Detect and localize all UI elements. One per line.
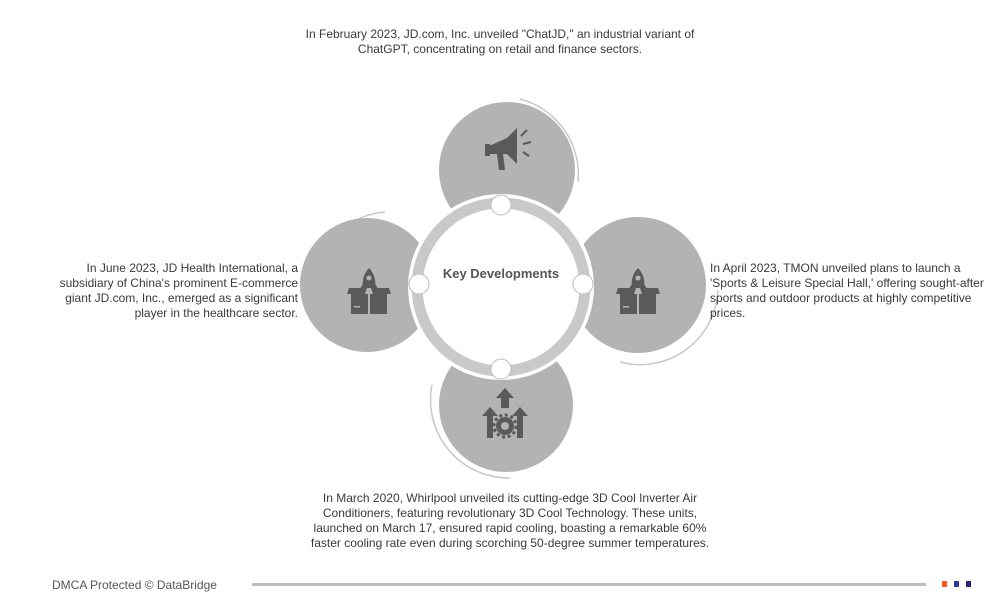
development-text-bottom: In March 2020, Whirlpool unveiled its cu… bbox=[310, 491, 710, 550]
brand-square-orange bbox=[942, 581, 947, 587]
node-top bbox=[490, 194, 512, 216]
development-text-left: In June 2023, JD Health International, a… bbox=[59, 261, 298, 320]
megaphone-icon bbox=[485, 128, 532, 170]
decor-arc-bottom bbox=[429, 384, 511, 479]
brand-square-blue bbox=[954, 581, 959, 587]
development-text-top: In February 2023, JD.com, Inc. unveiled … bbox=[305, 27, 695, 56]
decor-arc-top bbox=[519, 98, 580, 183]
node-bottom bbox=[490, 358, 512, 380]
footer-divider bbox=[252, 583, 926, 586]
development-text-right: In April 2023, TMON unveiled plans to la… bbox=[710, 261, 984, 320]
node-right bbox=[572, 273, 594, 295]
growth-gear-icon bbox=[482, 388, 528, 439]
node-left bbox=[408, 273, 430, 295]
footer-copyright: DMCA Protected © DataBridge bbox=[52, 578, 217, 592]
decor-arc-right bbox=[619, 289, 719, 366]
center-title: Key Developments bbox=[442, 266, 560, 281]
brand-square-navy bbox=[966, 581, 971, 587]
